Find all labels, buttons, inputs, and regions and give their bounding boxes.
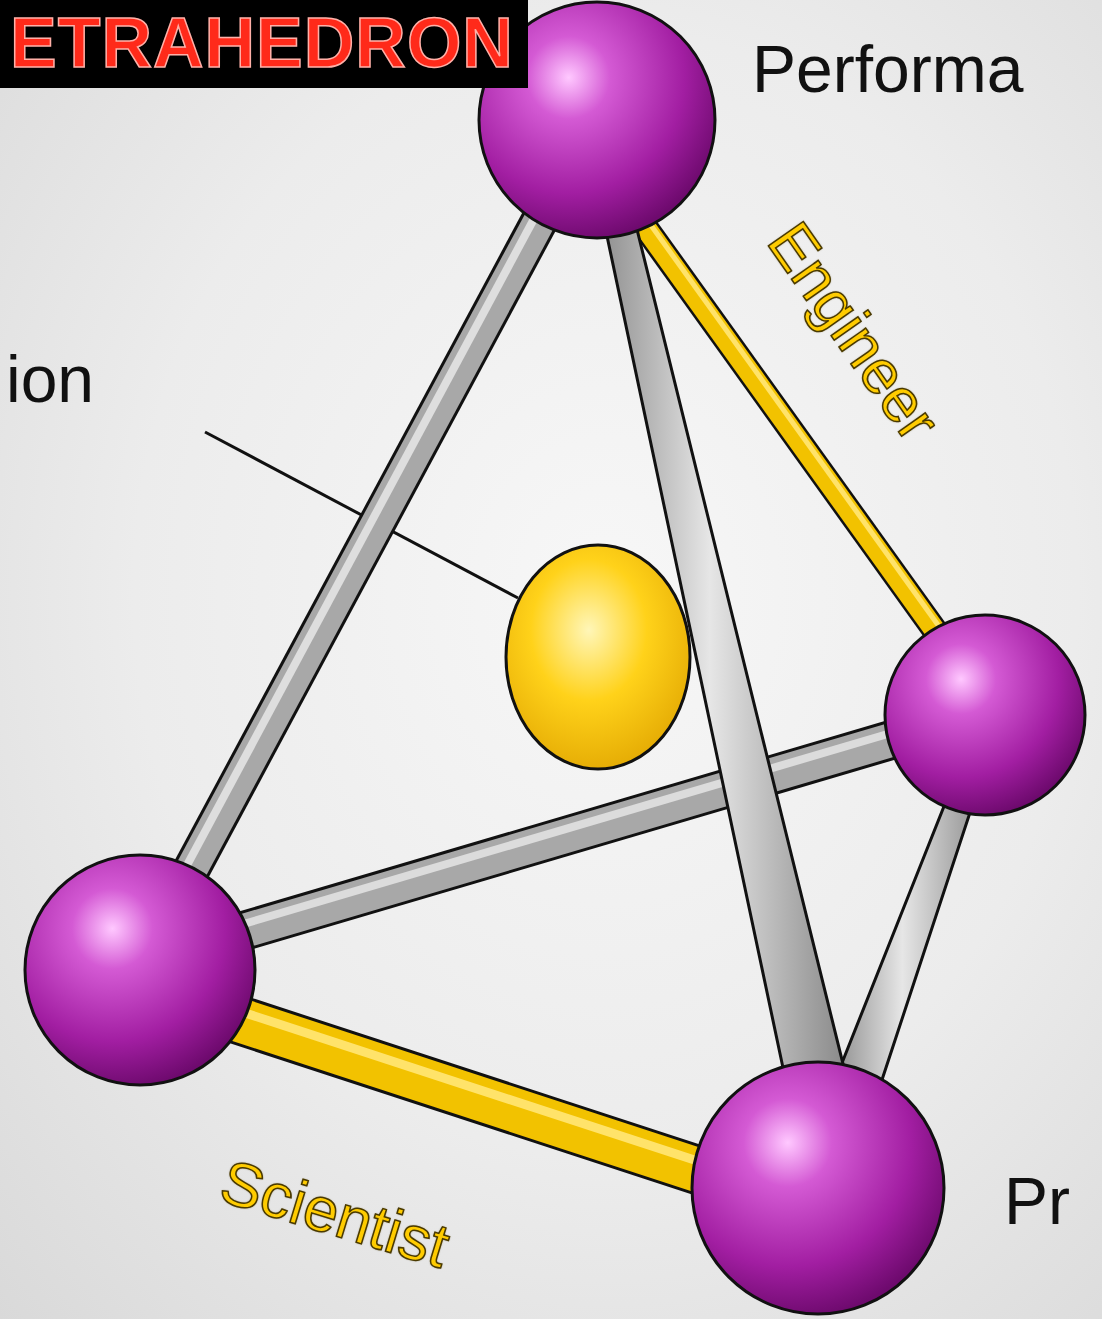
center-sphere bbox=[506, 545, 690, 769]
title-banner: ETRAHEDRON bbox=[0, 0, 528, 88]
rod-label: Scientist bbox=[214, 1150, 456, 1278]
vertex-label: Performa bbox=[752, 36, 1023, 102]
vertex-spheres bbox=[25, 2, 1085, 1314]
rods bbox=[178, 197, 986, 1178]
title-text: ETRAHEDRON bbox=[10, 8, 514, 78]
vertex-label: Pr bbox=[1004, 1168, 1070, 1234]
callout-label: ion bbox=[6, 346, 94, 412]
